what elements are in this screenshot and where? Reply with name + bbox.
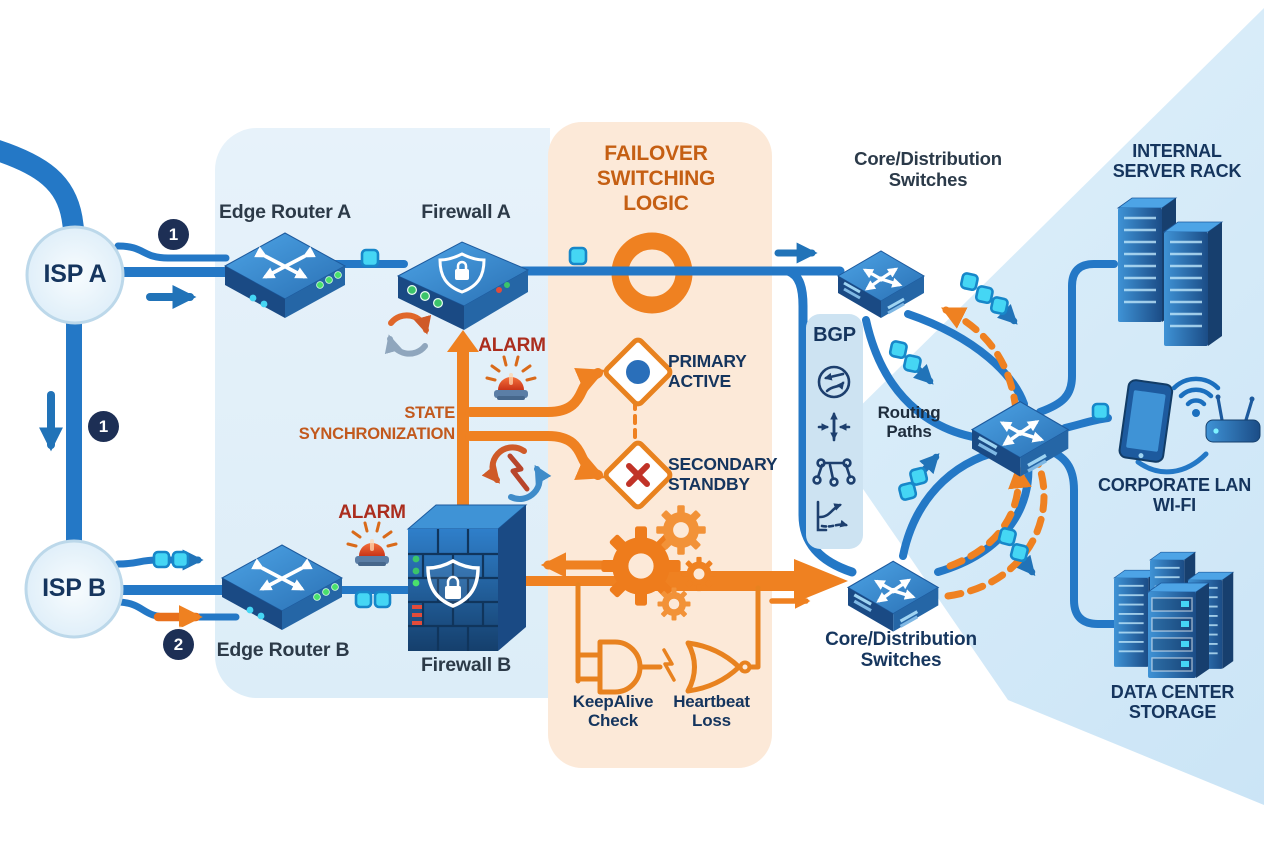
primary-active-diamond-icon xyxy=(603,337,673,407)
isp-b-label: ISP B xyxy=(42,574,106,602)
shield-lock-icon xyxy=(438,252,486,294)
blue-links xyxy=(0,140,1209,628)
edge-router-a-device xyxy=(225,233,345,318)
packet-squares xyxy=(152,246,1110,609)
corporate-lan-wifi-label: CORPORATE LAN WI-FI xyxy=(1097,475,1252,516)
heartbeat-nor-gate-icon xyxy=(685,640,742,694)
bgp-panel xyxy=(806,314,863,549)
core-distribution-bottom-label: Core/Distribution Switches xyxy=(825,629,977,672)
data-center-storage-device xyxy=(1113,551,1235,679)
keepalive-check-label: KeepAlive Check xyxy=(572,692,654,731)
failover-switching-logic-title: FAILOVER SWITCHING LOGIC xyxy=(596,142,716,216)
isp-a-node xyxy=(25,225,125,325)
alarm-top-label: ALARM xyxy=(478,335,546,356)
keepalive-heartbeat-circuit xyxy=(575,582,761,695)
wifi-router-device xyxy=(1205,394,1261,443)
step-badge-1-mid: 1 xyxy=(88,411,119,442)
isp-b-node xyxy=(24,539,124,639)
internal-server-rack-device xyxy=(1116,196,1224,348)
edge-router-a-label: Edge Router A xyxy=(218,201,352,223)
isp-a-label: ISP A xyxy=(43,260,107,288)
core-distribution-top-label: Core/Distribution Switches xyxy=(854,148,1002,190)
corporate-lan-devices xyxy=(1118,376,1261,463)
firewall-a-label: Firewall A xyxy=(421,201,511,223)
core-switch-central-device xyxy=(972,402,1068,477)
keepalive-and-gate-icon xyxy=(597,639,643,695)
mesh-topology-icon xyxy=(812,458,856,487)
primary-active-label: PRIMARY ACTIVE xyxy=(668,351,747,391)
edge-router-b-device xyxy=(222,545,342,630)
bgp-label: BGP xyxy=(813,324,856,346)
step-badge-1-top: 1 xyxy=(158,219,189,250)
firewall-b-device xyxy=(406,504,528,651)
tablet-device xyxy=(1118,379,1174,463)
data-center-storage-label: DATA CENTER STORAGE xyxy=(1110,682,1235,723)
alarm-bottom-label: ALARM xyxy=(338,502,406,523)
edge-router-b-label: Edge Router B xyxy=(216,639,350,661)
wifi-signal-icon xyxy=(1171,376,1221,417)
failover-gears-icon xyxy=(601,505,717,621)
step-badge-2: 2 xyxy=(163,629,194,660)
path-branch-icon xyxy=(816,500,849,532)
failover-big-arrow xyxy=(652,559,848,603)
firewall-a-device xyxy=(396,241,530,330)
routing-paths-label: Routing Paths xyxy=(877,403,941,442)
bgp-globe-routes-icon xyxy=(817,365,851,399)
routing-dashed-paths xyxy=(940,306,1048,600)
sync-cycle-icon xyxy=(384,312,432,357)
alarm-siren-icon xyxy=(485,355,537,402)
secondary-standby-label: SECONDARY STANDBY xyxy=(668,454,778,494)
heartbeat-bolt-icon xyxy=(662,648,676,682)
alarm-siren-icon xyxy=(346,521,398,568)
firewall-b-label: Firewall B xyxy=(420,654,512,676)
secondary-standby-diamond-icon xyxy=(603,440,673,510)
state-synchronization-label: STATE SYNCHRONIZATION xyxy=(298,404,455,443)
traffic-merge-icon xyxy=(817,411,851,442)
internal-server-rack-label: INTERNAL SERVER RACK xyxy=(1112,141,1242,182)
core-switch-top-device xyxy=(838,251,924,318)
heartbeat-loss-label: Heartbeat Loss xyxy=(673,692,750,731)
core-switch-bottom-device xyxy=(848,561,938,631)
sync-broken-lightning-icon xyxy=(481,444,552,502)
shield-lock-icon xyxy=(426,558,480,608)
failover-branch-arrows xyxy=(465,368,637,480)
